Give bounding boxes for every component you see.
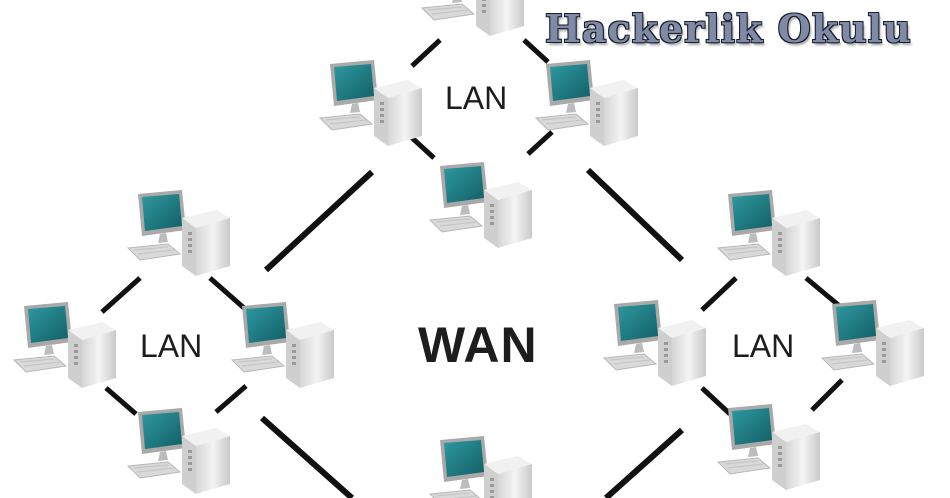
lan-right-label: LAN [732, 328, 795, 364]
computers [13, 0, 925, 498]
lan-left-link-3 [104, 386, 138, 416]
lan-left-link-4 [214, 384, 248, 414]
lan-top-link-3 [408, 134, 436, 160]
computer-icon [127, 407, 231, 495]
lan-left-label: LAN [140, 328, 203, 364]
computer-icon [13, 301, 117, 389]
lan-links [100, 38, 844, 416]
wan-link-top-left [263, 169, 375, 273]
computer-icon [421, 0, 525, 37]
wan-link-top-right [585, 167, 685, 263]
lan-right-link-2 [804, 276, 844, 310]
watermark: Hackerlik Okulu [545, 6, 912, 51]
computer-icon [231, 301, 335, 389]
wan-links [260, 167, 685, 498]
computer-icon [717, 403, 821, 491]
computer-icon [429, 435, 533, 498]
computer-icon [603, 299, 707, 387]
lan-top-link-4 [526, 130, 554, 156]
computer-icon [717, 189, 821, 277]
computer-icon [429, 161, 533, 249]
lan-right-link-4 [810, 378, 844, 412]
lan-top-link-2 [522, 38, 550, 64]
lan-top-link-1 [410, 38, 442, 68]
wan-label: WAN [418, 317, 538, 373]
computer-icon [319, 59, 423, 147]
lan-top-label: LAN [445, 80, 508, 116]
wan-link-bottom-left [260, 415, 354, 498]
computer-icon [127, 189, 231, 277]
lan-left-link-2 [208, 276, 246, 310]
lan-right-link-3 [700, 386, 732, 416]
wan-link-bottom-right [603, 427, 685, 498]
computer-icon [821, 299, 925, 387]
lan-left-link-1 [100, 276, 142, 314]
lan-right-link-1 [700, 276, 738, 312]
